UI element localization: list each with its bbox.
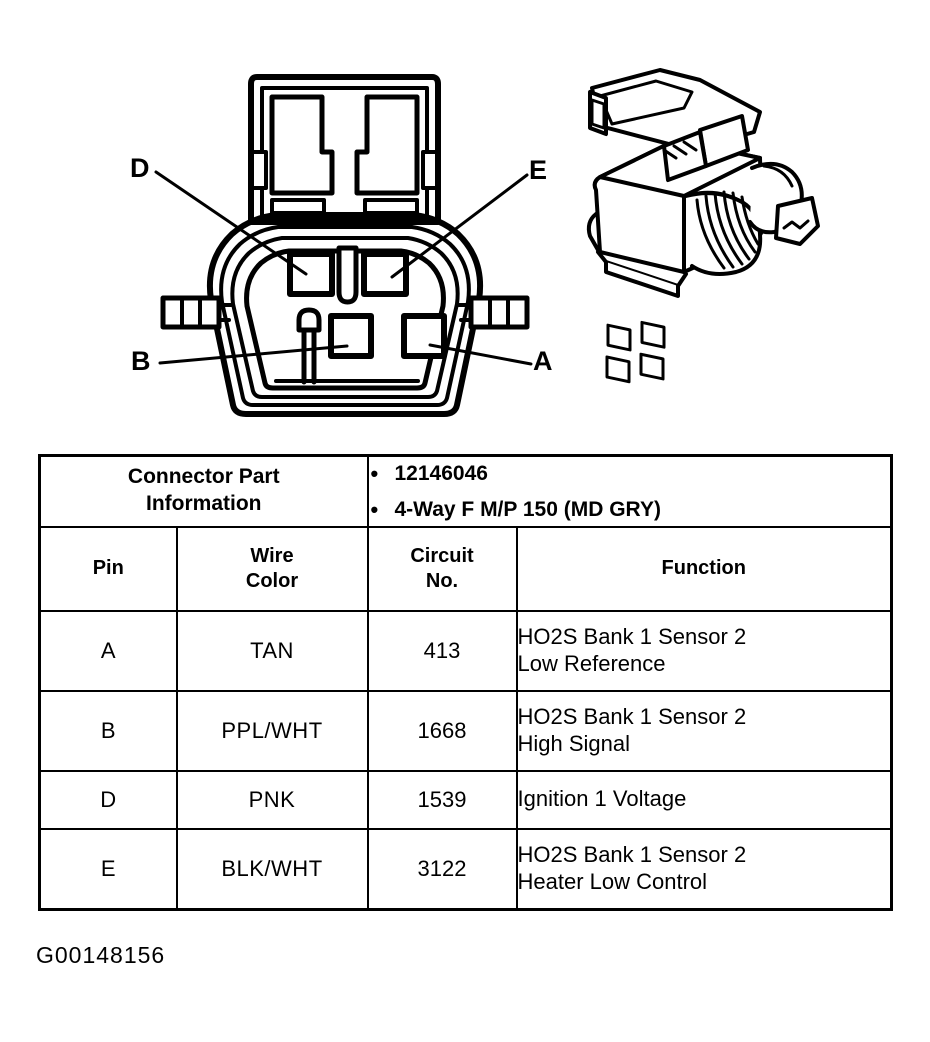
- part-info-item-part-number: • 12146046: [369, 460, 891, 487]
- bullet-icon: •: [370, 461, 379, 487]
- cell-function: HO2S Bank 1 Sensor 2 High Signal: [515, 689, 893, 772]
- cavity-D: [287, 251, 335, 297]
- pin-callout-A: A: [533, 346, 553, 376]
- cell-circuit-no: 1668: [366, 689, 518, 772]
- pin-callout-B: B: [131, 346, 151, 376]
- cell-function: HO2S Bank 1 Sensor 2 Heater Low Control: [515, 827, 893, 911]
- table-row: D PNK 1539 Ignition 1 Voltage: [38, 769, 893, 830]
- connector-information-table: Connector Part Information • 12146046 • …: [38, 454, 893, 911]
- leader-line-E: [390, 173, 529, 279]
- cell-function: Ignition 1 Voltage: [515, 769, 893, 830]
- figure-id-caption: G00148156: [36, 942, 166, 968]
- leader-line-D: [154, 170, 308, 276]
- connector-part-information-values: • 12146046 • 4-Way F M/P 150 (MD GRY): [366, 454, 893, 528]
- part-description-value: 4-Way F M/P 150 (MD GRY): [394, 498, 661, 522]
- function-line1: HO2S Bank 1 Sensor 2: [517, 841, 747, 867]
- part-number-value: 12146046: [394, 462, 488, 485]
- cell-pin: B: [38, 689, 178, 772]
- column-header-pin: Pin: [38, 525, 178, 612]
- circuit-no-line2: No.: [425, 569, 459, 592]
- function-line1: Ignition 1 Voltage: [517, 786, 687, 812]
- part-info-item-description: • 4-Way F M/P 150 (MD GRY): [369, 496, 891, 523]
- part-info-list: • 12146046 • 4-Way F M/P 150 (MD GRY): [369, 460, 891, 524]
- isometric-body-view: [586, 68, 820, 384]
- table-row-part-info: Connector Part Information • 12146046 • …: [38, 454, 893, 528]
- cell-wire-color: PPL/WHT: [175, 689, 369, 772]
- circuit-no-line1: Circuit: [410, 544, 474, 567]
- cavity-E: [361, 251, 409, 297]
- function-line2: Heater Low Control: [517, 868, 708, 894]
- table-row: A TAN 413 HO2S Bank 1 Sensor 2 Low Refer…: [38, 609, 893, 692]
- cell-circuit-no: 1539: [366, 769, 518, 830]
- pin-callout-E: E: [529, 155, 548, 185]
- cell-function: HO2S Bank 1 Sensor 2 Low Reference: [515, 609, 893, 692]
- table-row: E BLK/WHT 3122 HO2S Bank 1 Sensor 2 Heat…: [38, 827, 893, 911]
- cavity-A: [401, 313, 447, 359]
- cell-wire-color: PNK: [175, 769, 369, 830]
- cell-wire-color: TAN: [175, 609, 369, 692]
- cell-pin: A: [38, 609, 178, 692]
- connector-part-information-label: Connector Part Information: [38, 454, 369, 528]
- column-header-function: Function: [515, 525, 893, 612]
- table-header-row: Pin Wire Color Circuit No. Function: [38, 525, 893, 612]
- part-info-label-line1: Connector Part: [127, 465, 280, 489]
- pin-callout-D: D: [130, 153, 150, 183]
- column-header-wire-color: Wire Color: [175, 525, 369, 612]
- column-header-circuit-no: Circuit No.: [366, 525, 518, 612]
- cell-circuit-no: 3122: [366, 827, 518, 911]
- wire-color-line1: Wire: [250, 544, 294, 567]
- front-face-view: [154, 74, 533, 417]
- leader-line-A: [428, 343, 533, 366]
- wire-color-line2: Color: [245, 569, 299, 592]
- connector-line-art: [154, 68, 820, 417]
- function-line1: HO2S Bank 1 Sensor 2: [517, 703, 747, 729]
- cell-pin: E: [38, 827, 178, 911]
- part-info-label-line2: Information: [146, 492, 262, 516]
- cell-circuit-no: 413: [366, 609, 518, 692]
- cell-wire-color: BLK/WHT: [175, 827, 369, 911]
- function-line2: Low Reference: [517, 650, 666, 676]
- function-line2: High Signal: [517, 730, 631, 756]
- function-line1: HO2S Bank 1 Sensor 2: [517, 623, 747, 649]
- table-row: B PPL/WHT 1668 HO2S Bank 1 Sensor 2 High…: [38, 689, 893, 772]
- leader-line-B: [158, 344, 349, 365]
- cavity-B: [328, 313, 374, 359]
- cell-pin: D: [38, 769, 178, 830]
- connector-figure: D E B A: [0, 0, 930, 440]
- bullet-icon: •: [370, 497, 379, 523]
